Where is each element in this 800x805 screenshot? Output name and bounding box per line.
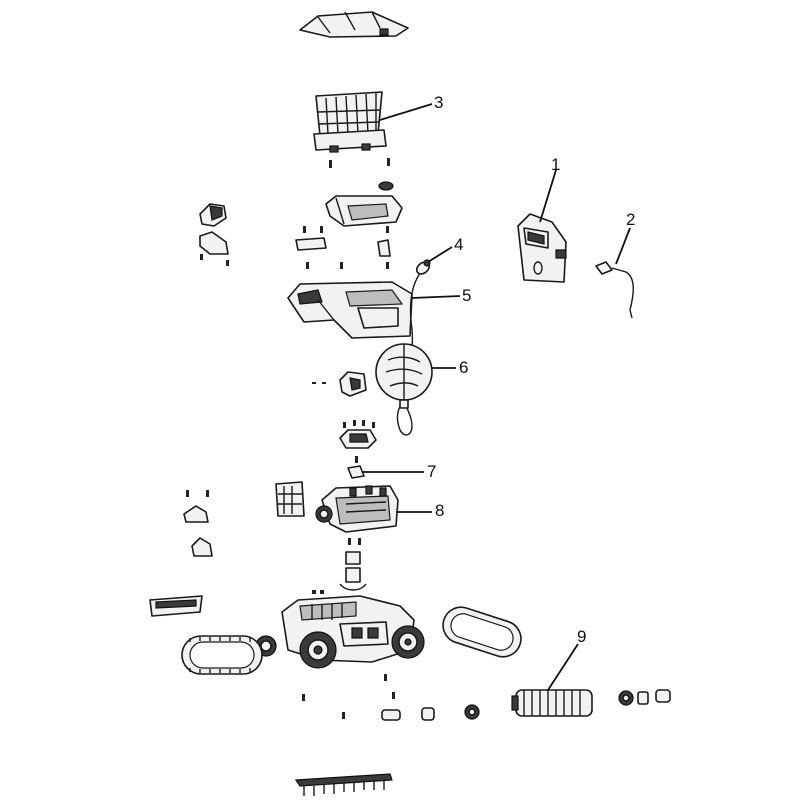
filter-basket xyxy=(313,91,387,153)
body-screws xyxy=(306,262,389,269)
power-bracket xyxy=(517,213,567,283)
wheel-front-left xyxy=(299,631,337,669)
motor-cover xyxy=(325,181,403,227)
basket-screws xyxy=(329,158,390,168)
top-cover xyxy=(299,11,409,38)
callout-8: 8 xyxy=(435,501,445,520)
callout-2: 2 xyxy=(626,210,636,229)
callout-7: 7 xyxy=(427,462,437,481)
drive-coupling xyxy=(339,538,367,591)
leader-3 xyxy=(379,103,433,121)
side-clip-lower xyxy=(199,231,229,266)
pump-cover xyxy=(312,371,367,397)
callout-4: 4 xyxy=(454,235,464,254)
comb-strip xyxy=(294,773,393,796)
cable-connector xyxy=(595,261,634,319)
leader-lines xyxy=(362,103,631,691)
leader-5 xyxy=(411,295,461,299)
track-right xyxy=(442,606,522,658)
leader-4 xyxy=(427,246,453,263)
callout-3: 3 xyxy=(434,93,444,112)
callout-9: 9 xyxy=(577,627,587,646)
swivel-assembly xyxy=(375,343,433,436)
side-panel xyxy=(149,595,203,617)
callout-5: 5 xyxy=(462,286,472,305)
lower-hardware xyxy=(302,674,480,721)
leader-2 xyxy=(615,227,631,265)
wheel-front-right xyxy=(391,625,425,659)
bracket-lower xyxy=(191,537,213,557)
motor-block xyxy=(315,485,399,533)
shaft-clip xyxy=(347,456,365,479)
side-clip-upper xyxy=(199,203,227,227)
filter-grid xyxy=(275,481,305,517)
impeller-plate xyxy=(339,420,377,449)
bracket-upper xyxy=(183,490,209,523)
leader-1 xyxy=(539,169,557,223)
callout-6: 6 xyxy=(459,358,469,377)
brush-roller xyxy=(511,689,593,717)
handle-mount-right xyxy=(377,226,391,257)
leader-9 xyxy=(547,643,579,691)
upper-body-housing xyxy=(287,281,413,339)
brush-end-caps xyxy=(618,689,671,706)
callout-1: 1 xyxy=(551,155,561,174)
track-left xyxy=(181,635,263,675)
handle-mount-left xyxy=(295,226,327,251)
